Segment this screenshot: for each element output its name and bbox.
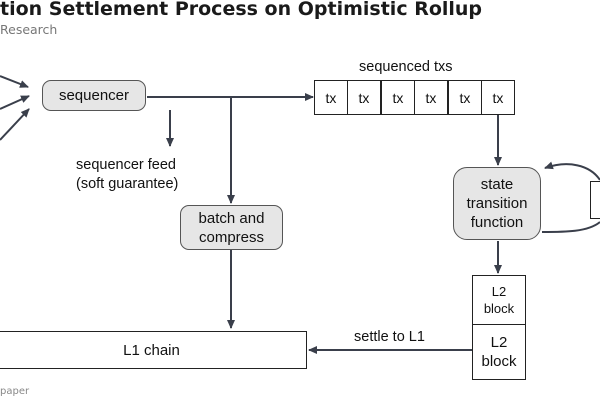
tx-cell: tx xyxy=(347,80,381,115)
sequencer-label: sequencer xyxy=(58,87,130,104)
diagram-title: tion Settlement Process on Optimistic Ro… xyxy=(0,0,483,20)
l2-block-small: L2 block xyxy=(472,275,526,325)
tx-cell: tx xyxy=(381,80,415,115)
l2-small-line1: L2 xyxy=(491,284,507,299)
incoming-arrow-3 xyxy=(0,108,30,141)
tx-cell: tx xyxy=(314,80,348,115)
state-loop-bottom xyxy=(541,221,600,233)
batch-compress-node: batch and compress xyxy=(180,205,283,250)
sequencer-feed-label: sequencer feed (soft guarantee) xyxy=(76,156,178,194)
state-transition-function-node: state transition function xyxy=(453,167,541,240)
state-loop-top xyxy=(544,161,600,181)
sequencer-feed-line1: sequencer feed xyxy=(76,157,176,173)
settle-to-l1-label: settle to L1 xyxy=(354,329,425,345)
l2-block: L2 block xyxy=(472,324,526,380)
l1-chain-label: L1 chain xyxy=(123,341,180,359)
diagram-subtitle: Research xyxy=(0,22,58,37)
tx-cell: tx xyxy=(448,80,482,115)
incoming-arrow-2 xyxy=(0,95,30,110)
tx-cell: tx xyxy=(414,80,448,115)
l2-line1: L2 xyxy=(490,334,508,351)
sequencer-feed-line2: (soft guarantee) xyxy=(76,176,179,192)
batch-line1: batch and xyxy=(198,209,265,227)
footer-text: paper xyxy=(0,386,30,397)
incoming-arrow-1 xyxy=(0,75,29,88)
tx-cell: tx xyxy=(481,80,515,115)
l2-line2: block xyxy=(481,353,517,370)
sequenced-txs-label: sequenced txs xyxy=(359,59,453,75)
batch-line2: compress xyxy=(198,228,265,246)
stf-line1: state xyxy=(480,176,514,193)
stf-line2: transition xyxy=(466,195,528,212)
sequencer-node: sequencer xyxy=(42,80,146,111)
l1-chain-node: L1 chain xyxy=(0,331,307,369)
stf-line3: function xyxy=(470,214,524,231)
l2-small-line2: block xyxy=(483,301,515,316)
state-box-offscreen xyxy=(590,181,600,219)
